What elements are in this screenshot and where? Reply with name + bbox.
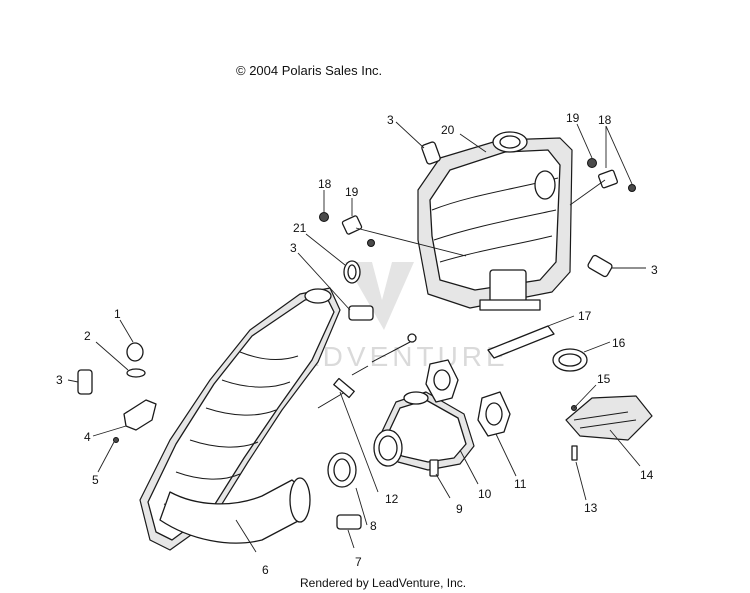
callout-19: 19 [566,111,580,125]
callout-2: 2 [84,329,91,343]
bolt-9[interactable] [429,459,439,477]
seal-ring-8[interactable] [327,452,357,488]
copyright-caption: © 2004 Polaris Sales Inc. [236,63,382,78]
heat-shield-14[interactable] [565,395,653,441]
callout-8: 8 [370,519,377,533]
callout-7: 7 [355,555,362,569]
sensor-12[interactable] [317,333,417,409]
leader-lines [67,121,646,553]
manifold-gasket[interactable] [425,359,459,403]
gasket-11[interactable] [477,391,511,437]
callout-3: 3 [651,263,658,277]
grommet-3-right[interactable] [587,254,613,278]
grommet-3-top[interactable] [421,141,441,165]
grommet-3-far-left[interactable] [77,369,93,395]
callout-16: 16 [612,336,626,350]
bracket-17[interactable] [487,325,555,359]
y-pipe-part-10[interactable] [373,391,475,471]
callout-10: 10 [478,487,492,501]
callout-3: 3 [56,373,63,387]
cap-1[interactable] [126,342,144,362]
nut-18-right-a[interactable] [587,158,597,168]
callout-1: 1 [114,307,121,321]
grommet-7[interactable] [336,514,362,530]
callout-numbers: 1 2 3 3 3 3 4 5 6 7 8 9 10 11 12 13 14 1… [56,111,658,577]
footer-credit: Rendered by LeadVenture, Inc. [300,576,466,590]
callout-18: 18 [318,177,332,191]
nut-18-right-b[interactable] [628,184,636,192]
watermark-text: ADVENTURE [300,341,509,372]
callout-20: 20 [441,123,455,137]
callout-12: 12 [385,492,399,506]
grommet-3-left-mid[interactable] [348,305,374,321]
washer-2[interactable] [126,368,146,378]
bushing-19-right[interactable] [598,169,618,189]
gasket-16[interactable] [552,348,588,372]
screw-13[interactable] [571,445,578,461]
muffler-part-20[interactable] [417,131,573,311]
nut-18-left[interactable] [319,212,329,222]
callout-14: 14 [640,468,654,482]
bracket-4[interactable] [123,399,157,431]
callout-18: 18 [598,113,612,127]
callout-21: 21 [293,221,307,235]
callout-13: 13 [584,501,598,515]
bushing-19-left[interactable] [341,215,363,235]
nut-18-center[interactable] [367,239,375,247]
callout-5: 5 [92,473,99,487]
callout-3: 3 [387,113,394,127]
callout-17: 17 [578,309,592,323]
seal-ring-21[interactable] [343,260,361,284]
callout-3: 3 [290,241,297,255]
callout-6: 6 [262,563,269,577]
callout-15: 15 [597,372,611,386]
bolt-5[interactable] [113,437,119,443]
callout-19: 19 [345,185,359,199]
exhaust-pipe-part-6[interactable] [139,287,341,551]
callout-4: 4 [84,430,91,444]
callout-11: 11 [514,477,527,491]
callout-9: 9 [456,502,463,516]
